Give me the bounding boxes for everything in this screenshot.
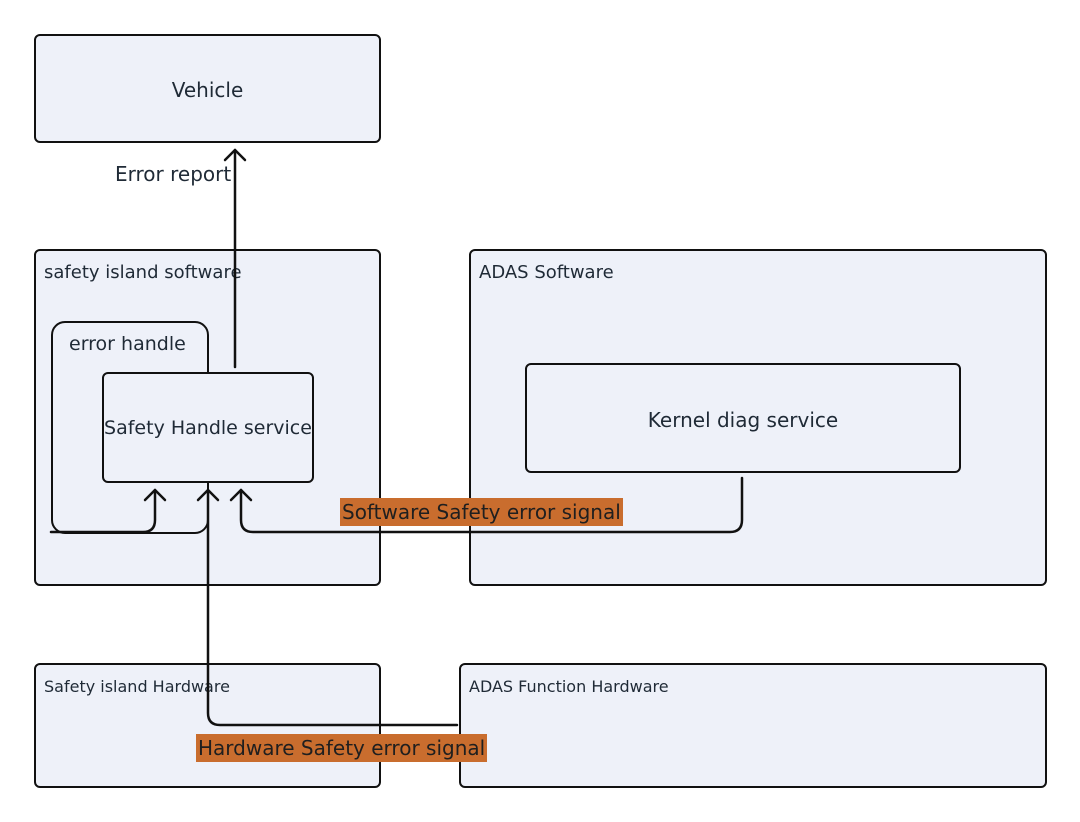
safety-island-hardware-label: Safety island Hardware bbox=[44, 677, 230, 696]
adas-function-hardware-box: ADAS Function Hardware bbox=[459, 663, 1047, 788]
error-handle-loop-arrow bbox=[49, 488, 157, 534]
kernel-diag-service-box: Kernel diag service bbox=[525, 363, 961, 473]
kernel-diag-service-label: Kernel diag service bbox=[647, 408, 839, 432]
adas-function-hardware-label: ADAS Function Hardware bbox=[469, 677, 669, 696]
safety-handle-service-box: Safety Handle service bbox=[102, 372, 314, 483]
software-signal-label: Software Safety error signal bbox=[340, 498, 623, 526]
hardware-signal-label: Hardware Safety error signal bbox=[196, 734, 488, 762]
software-signal-arrowhead bbox=[229, 488, 253, 502]
vehicle-box: Vehicle bbox=[34, 34, 381, 143]
error-handle-label: error handle bbox=[69, 333, 186, 355]
error-report-arrowhead bbox=[223, 148, 247, 162]
software-signal-arrow bbox=[239, 476, 744, 534]
error-report-label: Error report bbox=[115, 162, 232, 186]
error-handle-loop-arrowhead bbox=[143, 488, 167, 502]
adas-software-label: ADAS Software bbox=[479, 262, 614, 283]
hardware-signal-arrow bbox=[206, 488, 459, 727]
vehicle-label: Vehicle bbox=[171, 78, 244, 102]
safety-handle-service-label: Safety Handle service bbox=[104, 417, 312, 439]
safety-island-software-label: safety island software bbox=[44, 262, 242, 283]
hardware-signal-arrowhead bbox=[196, 488, 220, 502]
